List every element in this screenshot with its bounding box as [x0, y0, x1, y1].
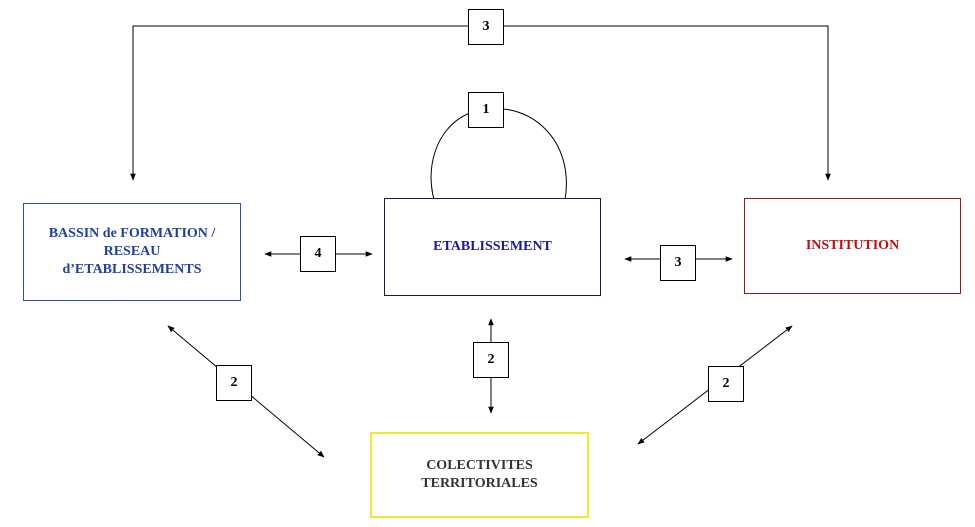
node-label-line: d’ETABLISSEMENTS [62, 262, 202, 277]
badge-bassin-colectivites: 2 [216, 365, 252, 401]
badge-self-loop: 1 [468, 92, 504, 128]
badge-etablissement-institution: 3 [660, 245, 696, 281]
badge-institution-colectivites: 2 [708, 366, 744, 402]
badge-bassin-etablissement: 4 [300, 236, 336, 272]
node-institution: INSTITUTION [744, 198, 961, 294]
node-label-line: TERRITORIALES [421, 476, 538, 491]
badge-etablissement-colectivites: 2 [473, 342, 509, 378]
node-bassin-formation: BASSIN de FORMATION / RESEAU d’ETABLISSE… [23, 203, 241, 301]
node-label-line: RESEAU [103, 244, 161, 259]
node-label-line: BASSIN de FORMATION / [48, 226, 216, 241]
node-label-line: ETABLISSEMENT [433, 239, 552, 254]
badge-top-connector: 3 [468, 9, 504, 45]
node-label-line: INSTITUTION [805, 238, 900, 253]
node-colectivites-territoriales: COLECTIVITES TERRITORIALES [370, 432, 589, 518]
node-label-line: COLECTIVITES [426, 458, 533, 473]
node-etablissement: ETABLISSEMENT [384, 198, 601, 296]
